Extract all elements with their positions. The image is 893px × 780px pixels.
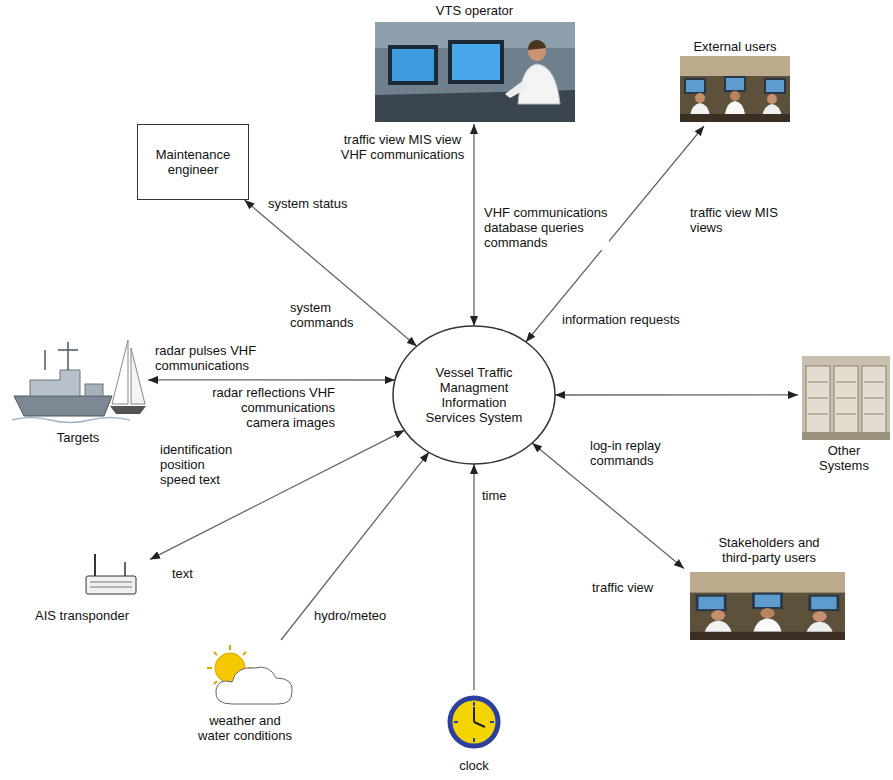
actor-box: Maintenance engineer — [137, 124, 249, 200]
flow-label: traffic view MIS views — [690, 205, 780, 235]
edge-label: system commands — [290, 300, 356, 330]
weather-picture — [207, 645, 292, 704]
flow-label: system status — [268, 196, 347, 211]
node-text: AIS transponder — [35, 608, 129, 623]
transponder-picture — [86, 554, 136, 594]
system-photo: Other Systems — [798, 352, 890, 474]
server-photo — [802, 356, 890, 440]
connector — [245, 200, 417, 346]
node-text: Stakeholders and third-party users — [704, 535, 834, 565]
flow-label: traffic view — [592, 580, 653, 595]
system-circle: Vessel Traffic Managment Information Ser… — [392, 325, 556, 465]
actor-photo: External users — [676, 36, 794, 126]
circle-outline — [393, 326, 555, 464]
actor-photo: VTS operator — [372, 0, 577, 124]
target-icon: Targets — [8, 330, 148, 446]
connector — [150, 430, 404, 559]
edge-label: information requests — [562, 312, 680, 327]
node-text: weather and water conditions — [193, 713, 297, 743]
edge-label: hydro/meteo — [314, 608, 386, 623]
edge-label: log-in replay commands — [590, 438, 700, 468]
weather-icon: weather and water conditions — [188, 640, 302, 744]
connector — [148, 379, 395, 380]
edge-label: VHF communications database queries comm… — [484, 205, 609, 250]
node-text: External users — [693, 39, 776, 54]
ships-picture — [12, 340, 146, 423]
node-text: Maintenance engineer — [142, 147, 244, 177]
connector — [473, 124, 474, 326]
connector — [281, 452, 429, 640]
edge-label: time — [482, 488, 507, 503]
clock-picture — [450, 698, 498, 746]
node-text: Vessel Traffic Managment Information Ser… — [418, 365, 530, 425]
connector — [555, 394, 798, 395]
stakeholders-photo — [690, 572, 845, 640]
node-text: Targets — [57, 430, 100, 445]
edge-label: identification position speed text — [160, 442, 242, 487]
flow-label: text — [172, 566, 193, 581]
transponder-icon: AIS transponder — [14, 548, 150, 624]
edge-label: radar reflections VHF communications cam… — [200, 385, 335, 430]
node-text: clock — [459, 758, 489, 773]
flow-label: traffic view MIS view VHF communications — [340, 132, 465, 162]
flow-label: radar pulses VHF communications — [155, 343, 290, 373]
node-text: Other Systems — [809, 443, 879, 473]
node-text: VTS operator — [436, 3, 513, 18]
connector — [473, 464, 474, 690]
clock-icon: clock — [436, 690, 512, 774]
actor-photo: Stakeholders and third-party users — [684, 532, 854, 644]
operator-photo — [375, 22, 575, 122]
users-photo — [680, 56, 790, 122]
